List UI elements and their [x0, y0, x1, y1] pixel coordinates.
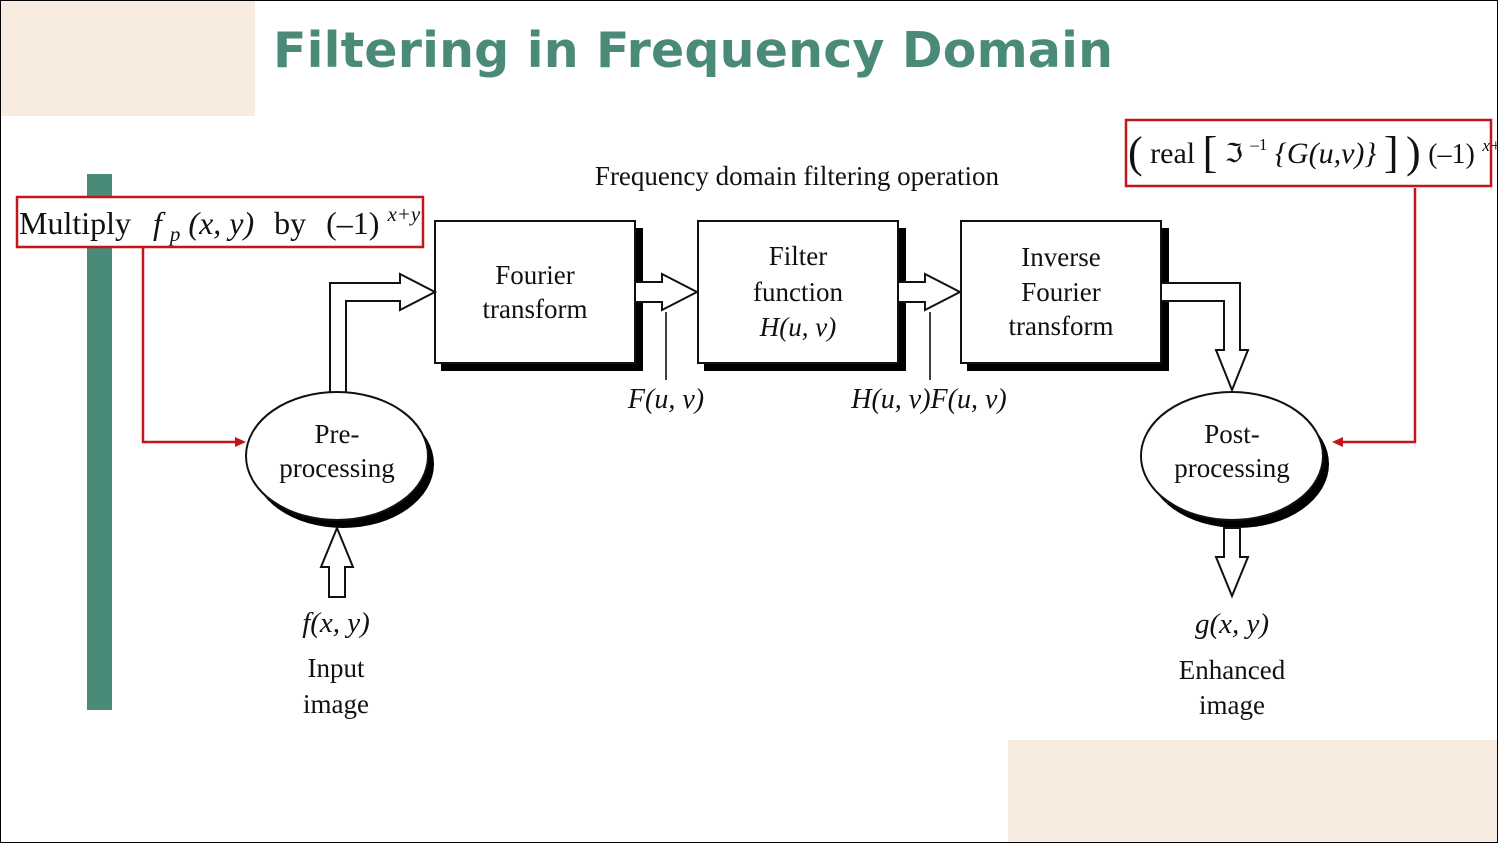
signal-hf-label: H(u, v)F(u, v) — [850, 384, 1006, 415]
left-callout-fp: f — [153, 205, 166, 241]
left-callout-box — [15, 195, 425, 249]
input-symbol: f(x, y) — [302, 607, 370, 639]
left-callout-exponent: x+y — [386, 202, 420, 226]
diagram-caption: Frequency domain filtering operation — [595, 161, 1000, 191]
arrow-inverse-to-post — [1162, 282, 1250, 393]
slide-title: Filtering in Frequency Domain — [273, 22, 1114, 79]
decor-bottom-right — [1008, 740, 1498, 843]
filter-label-2: function — [753, 277, 843, 307]
arrow-pre-to-fourier — [329, 272, 438, 392]
fourier-label-1: Fourier — [495, 260, 574, 290]
signal-f-label: F(u, v) — [627, 384, 704, 415]
right-callout-box — [1124, 118, 1493, 188]
left-callout-fp-sub: p — [168, 222, 181, 246]
decor-top-left — [1, 1, 255, 116]
post-processing-ellipse — [1140, 391, 1324, 521]
right-callout-close: ) — [1406, 128, 1421, 177]
post-label-1: Post- — [1204, 419, 1260, 449]
right-callout-rbracket: ] — [1384, 128, 1399, 177]
inverse-label-1: Inverse — [1021, 242, 1100, 272]
filter-function-block — [697, 220, 899, 364]
right-callout-text: ( real [ ℑ –1 {G(u,v)} ] ) (–1) x+y — [1128, 124, 1498, 177]
fourier-label-2: transform — [483, 294, 588, 324]
input-label-2: image — [303, 689, 369, 719]
right-callout-connector — [1342, 188, 1417, 444]
arrow-filter-to-inverse — [899, 272, 963, 312]
pre-label-2: processing — [279, 453, 394, 483]
left-callout-multiply: Multiply — [19, 205, 131, 241]
pre-processing-ellipse — [245, 391, 429, 521]
input-label-1: Input — [308, 653, 365, 683]
filter-label-3: H(u, v) — [759, 312, 836, 342]
left-callout-text: Multiply f p (x, y) by (–1) x+y — [19, 202, 421, 248]
output-label-2: image — [1199, 690, 1265, 720]
post-label-2: processing — [1174, 453, 1289, 483]
inverse-fourier-block — [960, 220, 1162, 364]
filter-label-1: Filter — [769, 241, 828, 271]
arrow-post-to-output — [1214, 527, 1250, 599]
right-callout-operator: ℑ — [1225, 139, 1243, 168]
left-callout-factor: (–1) — [326, 205, 379, 241]
arrow-fourier-to-filter — [636, 272, 700, 312]
left-connector-arrowhead — [235, 437, 246, 447]
right-callout-real: real — [1150, 137, 1195, 170]
inverse-label-3: transform — [1009, 311, 1114, 341]
left-callout-by: by — [274, 205, 306, 241]
pre-label-1: Pre- — [315, 419, 360, 449]
right-callout-inner: {G(u,v)} — [1275, 137, 1376, 170]
right-callout-op-sup: –1 — [1249, 135, 1267, 154]
right-connector-arrowhead — [1332, 437, 1343, 447]
inverse-label-2: Fourier — [1021, 277, 1100, 307]
left-callout-args: (x, y) — [188, 205, 254, 241]
accent-bar — [87, 174, 112, 710]
right-callout-exponent: x+y — [1481, 136, 1498, 155]
output-symbol: g(x, y) — [1195, 608, 1269, 640]
arrow-input-to-pre — [319, 525, 355, 598]
right-callout-factor: (–1) — [1428, 139, 1475, 170]
right-callout-open: ( — [1128, 128, 1143, 177]
output-label-1: Enhanced — [1179, 655, 1286, 685]
right-callout-lbracket: [ — [1203, 128, 1218, 177]
left-callout-connector — [141, 247, 236, 444]
fourier-transform-block — [434, 220, 636, 364]
